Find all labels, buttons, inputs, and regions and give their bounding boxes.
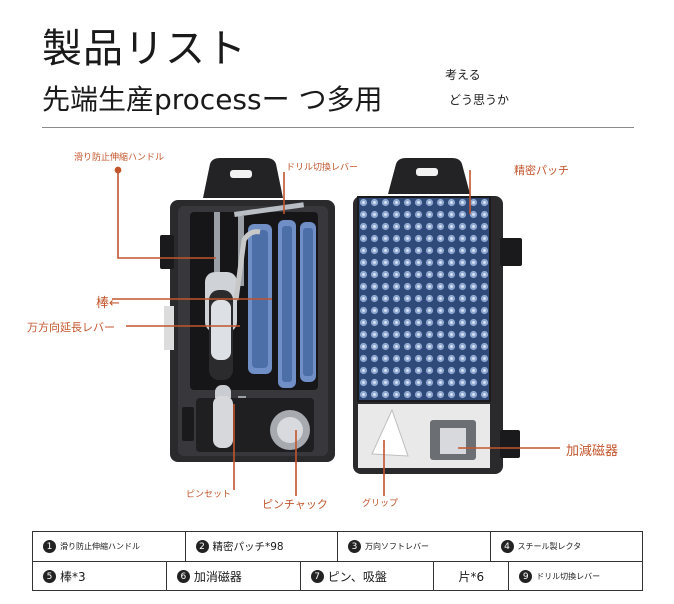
header-divider xyxy=(42,127,634,128)
item-number-badge: 9 xyxy=(519,570,533,583)
item-label: 加消磁器 xyxy=(193,570,242,584)
item-number-badge: 4 xyxy=(500,540,514,553)
callout-rod: 棒← xyxy=(96,296,120,311)
callout-pin-set: ピンセット xyxy=(186,490,232,500)
note-line-2: どう思うか xyxy=(449,93,510,107)
callout-universal-lever: 万方向延長レバー xyxy=(27,321,115,334)
table-cell: 5 棒*3 xyxy=(33,562,167,591)
toolkit-illustration xyxy=(112,158,560,496)
note-line-1: 考える xyxy=(445,68,481,82)
item-number-badge: 7 xyxy=(310,570,324,583)
item-label: 棒*3 xyxy=(60,570,86,584)
callout-drill-lever: ドリル切換レバー xyxy=(286,163,359,173)
item-label: ドリル切換レバー xyxy=(536,572,601,581)
callout-lines xyxy=(112,166,560,496)
item-number-badge: 1 xyxy=(43,540,56,553)
right-case xyxy=(353,158,522,474)
left-case xyxy=(160,158,335,462)
callout-pin-jack: ピンチャック xyxy=(262,498,328,511)
item-label: 滑り防止伸縮ハンドル xyxy=(60,542,140,551)
table-cell: 1 滑り防止伸縮ハンドル xyxy=(33,532,186,561)
callout-slip-handle: 滑り防止伸縮ハンドル xyxy=(74,153,165,163)
page-title: 製品リスト xyxy=(42,26,247,72)
item-label: 精密パッチ*98 xyxy=(212,541,284,553)
item-label: スチール製レクタ xyxy=(517,542,582,551)
item-label: 万向ソフトレバー xyxy=(365,542,429,551)
item-label: 片*6 xyxy=(458,570,485,584)
item-number-badge: 3 xyxy=(348,540,361,553)
item-number-badge: 2 xyxy=(195,540,209,553)
table-cell: 片*6 xyxy=(434,562,510,591)
item-label: ピン、吸盤 xyxy=(327,570,387,584)
item-number-badge: 6 xyxy=(176,570,190,583)
table-cell: 3 万向ソフトレバー xyxy=(338,532,491,561)
callout-precision-patch: 精密パッチ xyxy=(514,164,569,177)
callout-grip: グリップ xyxy=(362,499,399,509)
page-subtitle: 先端生産processー つ多用 xyxy=(42,83,383,116)
callout-acceleration-magnet: 加減磁器 xyxy=(566,444,619,459)
item-number-badge: 5 xyxy=(43,570,56,583)
